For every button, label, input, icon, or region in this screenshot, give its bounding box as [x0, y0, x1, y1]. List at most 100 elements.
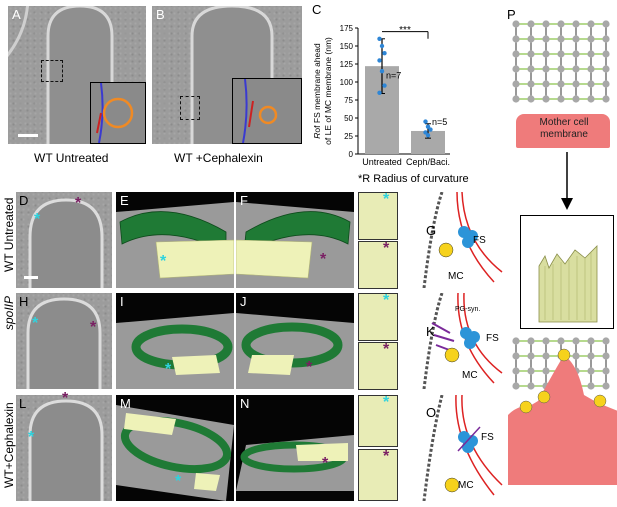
lattice-node	[527, 20, 535, 28]
y-tick-label: 75	[344, 96, 353, 105]
mother-cell-membrane-label: Mother cell membrane	[539, 117, 589, 140]
label-mc: MC	[448, 271, 464, 282]
data-point	[377, 90, 382, 96]
data-point	[423, 130, 428, 135]
lattice-node	[557, 20, 565, 28]
star-cyan: *	[175, 473, 182, 490]
panel-m-render	[116, 395, 234, 501]
lattice-node	[572, 337, 580, 345]
lattice-node	[512, 50, 520, 58]
lattice-node	[602, 20, 610, 28]
lattice-node	[572, 95, 580, 103]
panel-label-p: P	[507, 7, 516, 22]
n-label: n=7	[386, 70, 401, 80]
lattice-node	[572, 80, 580, 88]
pbp-enzyme	[557, 348, 571, 362]
lattice-node	[587, 65, 595, 73]
lattice-node	[527, 50, 535, 58]
star-magenta: *	[383, 341, 390, 358]
mother-cell-membrane	[516, 114, 610, 148]
lattice-node	[587, 35, 595, 43]
x-tick-label: Untreated	[362, 157, 402, 167]
star-cyan: *	[383, 191, 390, 208]
chart-footnote: *R Radius of curvature	[358, 173, 469, 185]
inset-zoom	[90, 82, 146, 144]
panel-label-c: C	[312, 2, 322, 17]
star-cyan: *	[165, 361, 172, 378]
lattice-node	[587, 382, 595, 390]
data-point	[382, 83, 387, 88]
star-magenta: *	[322, 455, 329, 472]
data-point	[428, 127, 433, 132]
lattice-node	[587, 80, 595, 88]
star-cyan: *	[34, 211, 41, 228]
lattice-node	[587, 367, 595, 375]
label-pg-syn: PG-syn.	[455, 306, 481, 313]
lattice-node	[557, 337, 565, 345]
zoom-e	[358, 192, 398, 240]
panel-b-tomogram	[152, 6, 302, 144]
lattice-node	[512, 80, 520, 88]
lattice-node	[527, 95, 535, 103]
label-mc: MC	[462, 370, 478, 381]
data-point	[379, 43, 385, 49]
panel-label-e: E	[120, 193, 129, 208]
y-tick-label: 25	[344, 132, 353, 141]
lattice-node	[512, 367, 520, 375]
lattice-node	[527, 352, 535, 360]
lattice-node	[602, 95, 610, 103]
lattice-node	[602, 65, 610, 73]
panel-n-render	[236, 395, 354, 501]
lattice-node	[587, 50, 595, 58]
schematic-k	[422, 293, 503, 389]
y-tick-label: 175	[340, 24, 354, 33]
lattice-node	[542, 35, 550, 43]
lattice-node	[572, 20, 580, 28]
star-magenta: *	[320, 251, 327, 268]
star-magenta: *	[90, 319, 97, 336]
lattice-node	[512, 35, 520, 43]
panel-label-f: F	[240, 193, 248, 208]
lattice-node	[542, 337, 550, 345]
pbp-enzyme	[519, 400, 533, 414]
scale-bar	[24, 276, 38, 279]
star-cyan: *	[383, 394, 390, 411]
star-cyan: *	[28, 429, 35, 446]
data-point	[382, 51, 387, 56]
data-point	[425, 133, 431, 138]
n-label: n=5	[432, 117, 447, 127]
row-label-wt-untreated: WT Untreated	[2, 197, 16, 272]
y-axis-label-line2: of LE of MC membrane (nm)	[323, 37, 333, 145]
data-point	[377, 58, 382, 63]
panel-label-m: M	[120, 396, 131, 411]
lattice-node	[602, 80, 610, 88]
lattice-node	[587, 352, 595, 360]
lattice-node	[572, 352, 580, 360]
star-magenta: *	[383, 448, 390, 465]
membrane-render-box	[520, 215, 614, 329]
lattice-node	[512, 382, 520, 390]
data-point	[379, 69, 385, 74]
lattice-node	[602, 352, 610, 360]
scale-bar	[18, 134, 38, 137]
lattice-node	[527, 367, 535, 375]
panel-label-b: B	[156, 7, 165, 22]
data-point	[423, 119, 428, 124]
zoom-n	[358, 449, 398, 501]
star-cyan: *	[383, 292, 390, 309]
lattice-node	[527, 65, 535, 73]
panel-label-i: I	[120, 294, 124, 309]
lattice-node	[587, 95, 595, 103]
y-tick-label: 50	[344, 114, 353, 123]
label-mc: MC	[458, 480, 474, 491]
panel-label-h: H	[19, 294, 29, 309]
lattice-node	[512, 65, 520, 73]
lattice-node	[512, 352, 520, 360]
panel-label-a: A	[12, 7, 21, 22]
peptidoglycan-lattice	[512, 20, 610, 103]
lattice-node	[527, 382, 535, 390]
lattice-node	[542, 20, 550, 28]
panel-i-render	[116, 293, 234, 389]
star-magenta: *	[383, 240, 390, 257]
lattice-node	[572, 50, 580, 58]
